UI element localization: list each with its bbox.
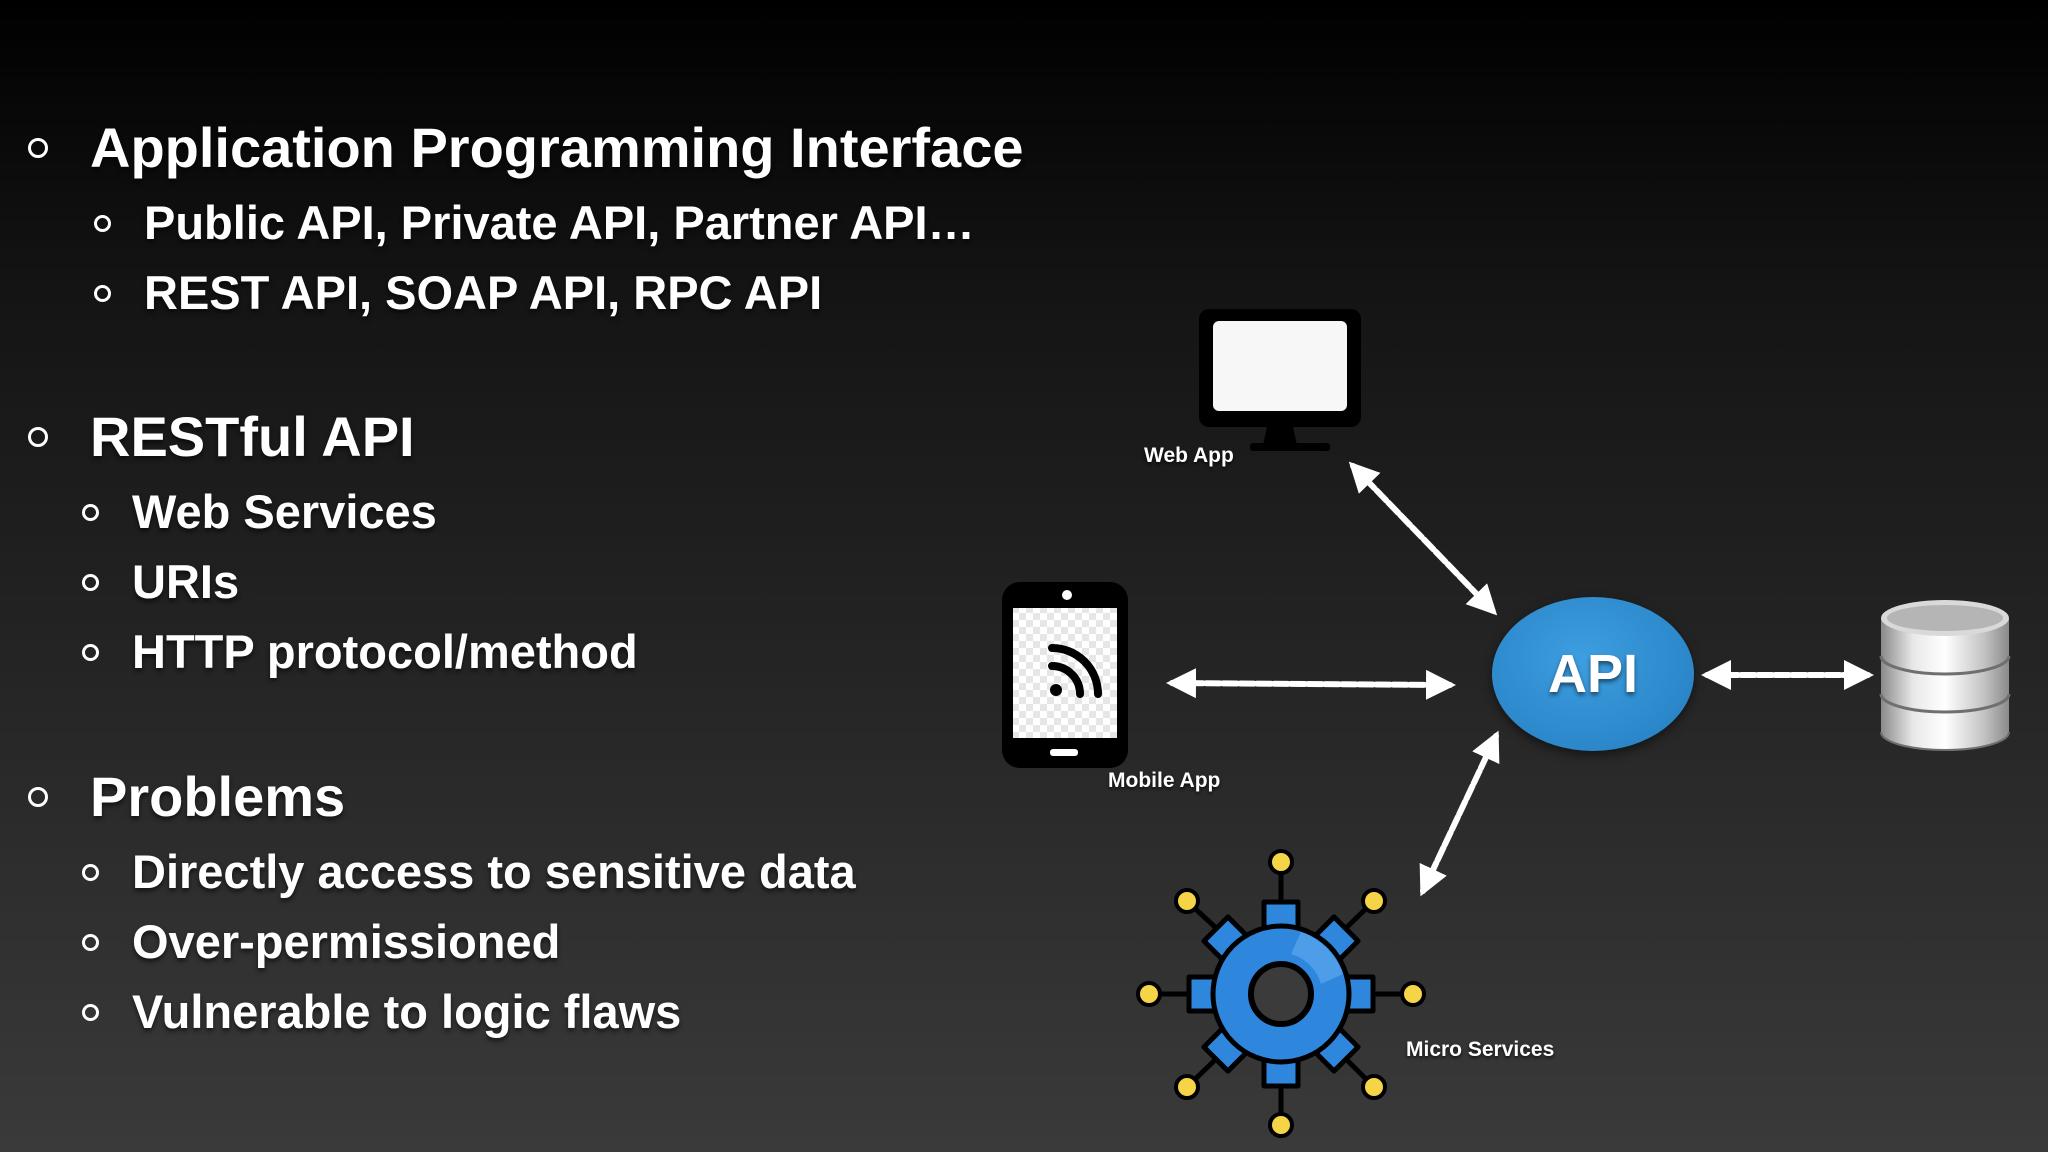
bullet-item: Public API, Private API, Partner API… [94,196,975,249]
bullet-text: Vulnerable to logic flaws [132,985,682,1038]
bullet-text: Over-permissioned [132,915,561,968]
web-app-label: Web App [1144,444,1234,467]
bullet-text: URIs [132,555,240,608]
mobile-app-label: Mobile App [1108,769,1221,792]
bullet-text: Web Services [132,485,437,538]
bullet-icon [82,574,99,591]
bullet-text: HTTP protocol/method [132,625,638,678]
bullet-item: Directly access to sensitive data [82,845,856,898]
bullet-item: Web Services [82,485,437,538]
bullet-icon [82,934,99,951]
bullet-item: HTTP protocol/method [82,625,638,678]
bullet-list: Application Programming Interface Public… [28,120,1024,1038]
bullet-text: REST API, SOAP API, RPC API [144,266,823,319]
edge-webapp-api [1348,461,1498,616]
bullet-icon [82,1004,99,1021]
bullet-item: Vulnerable to logic flaws [82,985,682,1038]
section-title-restful: RESTful API [28,409,415,465]
edge-micro-api [1419,730,1500,897]
section-title-text: Application Programming Interface [90,116,1024,179]
section-title-problems: Problems [28,769,345,825]
bullet-icon [28,138,48,158]
section-title-api: Application Programming Interface [28,120,1024,176]
section-title-text: Problems [90,765,346,828]
bullet-text: Public API, Private API, Partner API… [144,196,975,249]
bullet-icon [82,864,99,881]
bullet-icon [28,427,48,447]
database-icon [1876,596,2014,759]
bullet-text: Directly access to sensitive data [132,845,856,898]
bullet-icon [94,215,111,232]
bullet-icon [94,285,111,302]
gear-icon [1127,844,1437,1149]
smartphone-icon [998,578,1132,778]
bullet-icon [82,644,99,661]
api-node: API [1492,597,1694,751]
bullet-item: Over-permissioned [82,915,561,968]
api-label: API [1547,644,1639,704]
micro-services-label: Micro Services [1406,1038,1555,1061]
bullet-item: URIs [82,555,240,608]
monitor-icon [1195,305,1370,460]
section-title-text: RESTful API [90,405,415,468]
edge-mobile-api [1166,668,1456,700]
bullet-icon [82,504,99,521]
bullet-item: REST API, SOAP API, RPC API [94,266,823,319]
bullet-icon [28,787,48,807]
